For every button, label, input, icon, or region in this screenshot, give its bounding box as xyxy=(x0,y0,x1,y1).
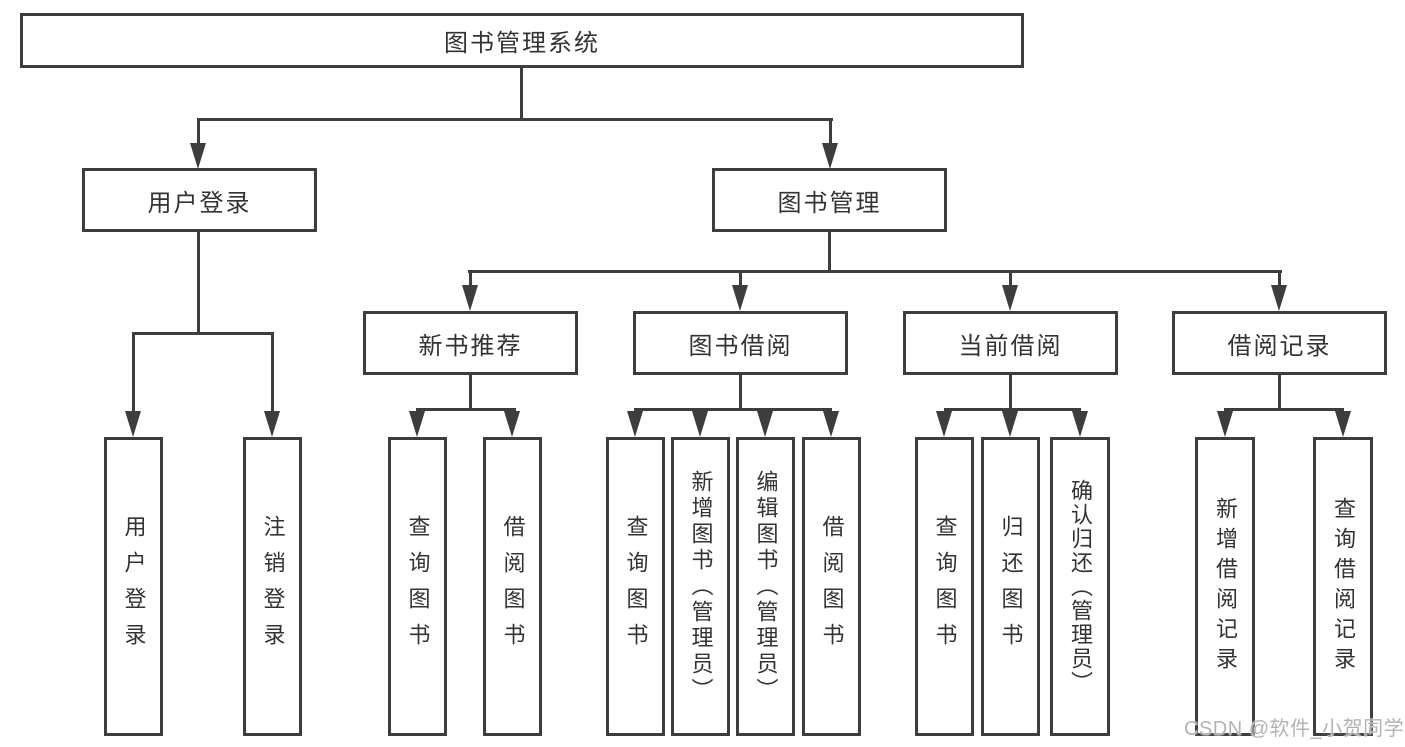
connector-hline xyxy=(197,118,833,121)
arrow-down-icon xyxy=(1335,411,1351,437)
leaf-borrow-query-books: 查询图书 xyxy=(606,437,665,736)
arrow-down-icon xyxy=(125,411,141,437)
leaf-current-confirm-return-admin: 确认归还（管理员） xyxy=(1050,437,1110,736)
leaf-label: 借阅图书 xyxy=(500,514,526,659)
node-book-management: 图书管理 xyxy=(712,168,947,232)
leaf-label: 查询借阅记录 xyxy=(1331,496,1356,677)
leaf-label: 查询图书 xyxy=(932,514,958,659)
connector-vline xyxy=(132,335,135,411)
node-book-borrow: 图书借阅 xyxy=(633,311,848,375)
leaf-borrow-borrow-books: 借阅图书 xyxy=(802,437,861,736)
leaf-label: 新增图书（管理员） xyxy=(688,469,714,704)
arrow-down-icon xyxy=(1271,285,1287,311)
leaf-label: 归还图书 xyxy=(998,514,1024,659)
leaf-user-login: 用户登录 xyxy=(104,437,163,736)
arrow-down-icon xyxy=(732,285,748,311)
csdn-watermark: CSDN @软件_小贺同学 xyxy=(1184,718,1405,740)
node-root: 图书管理系统 xyxy=(20,13,1024,68)
connector-vline xyxy=(469,273,472,286)
arrow-down-icon xyxy=(1072,411,1088,437)
connector-vline xyxy=(197,232,200,335)
node-user-login: 用户登录 xyxy=(82,168,317,232)
arrow-down-icon xyxy=(190,143,206,169)
leaf-records-query-record: 查询借阅记录 xyxy=(1313,437,1373,736)
arrow-down-icon xyxy=(823,411,839,437)
arrow-down-icon xyxy=(1002,411,1018,437)
arrow-down-icon xyxy=(1002,285,1018,311)
connector-hline xyxy=(468,270,1282,273)
leaf-borrow-edit-books-admin: 编辑图书（管理员） xyxy=(736,437,795,736)
arrow-down-icon xyxy=(409,411,425,437)
arrow-down-icon xyxy=(504,411,520,437)
leaf-label: 用户登录 xyxy=(121,514,147,659)
connector-vline xyxy=(469,375,472,410)
node-borrow-records: 借阅记录 xyxy=(1172,311,1387,375)
connector-vline xyxy=(829,121,832,144)
leaf-label: 编辑图书（管理员） xyxy=(753,469,779,704)
leaf-current-return-books: 归还图书 xyxy=(981,437,1040,736)
node-current-borrow: 当前借阅 xyxy=(903,311,1118,375)
connector-hline xyxy=(1224,408,1344,411)
connector-vline xyxy=(828,232,831,273)
leaf-records-add-record: 新增借阅记录 xyxy=(1195,437,1255,736)
connector-hline xyxy=(132,332,274,335)
arrow-down-icon xyxy=(1217,411,1233,437)
connector-hline xyxy=(416,408,516,411)
leaf-label: 确认归还（管理员） xyxy=(1068,478,1093,695)
leaf-recommend-query-books: 查询图书 xyxy=(388,437,447,736)
arrow-down-icon xyxy=(757,411,773,437)
connector-vline xyxy=(197,121,200,144)
leaf-label: 注销登录 xyxy=(260,514,286,659)
leaf-label: 查询图书 xyxy=(405,514,431,659)
leaf-borrow-add-books-admin: 新增图书（管理员） xyxy=(671,437,730,736)
leaf-label: 新增借阅记录 xyxy=(1213,496,1238,677)
arrow-down-icon xyxy=(627,411,643,437)
leaf-label: 查询图书 xyxy=(623,514,649,659)
leaf-current-query-books: 查询图书 xyxy=(915,437,974,736)
leaf-label: 借阅图书 xyxy=(819,514,845,659)
arrow-down-icon xyxy=(936,411,952,437)
connector-hline xyxy=(944,408,1081,411)
connector-vline xyxy=(1278,273,1281,286)
leaf-logout: 注销登录 xyxy=(243,437,302,736)
connector-vline xyxy=(1009,375,1012,410)
connector-hline xyxy=(634,408,832,411)
connector-vline xyxy=(739,273,742,286)
connector-vline xyxy=(739,375,742,410)
arrow-down-icon xyxy=(264,411,280,437)
connector-vline xyxy=(520,68,523,119)
node-new-book-recommend: 新书推荐 xyxy=(363,311,578,375)
connector-vline xyxy=(271,335,274,411)
arrow-down-icon xyxy=(692,411,708,437)
arrow-down-icon xyxy=(822,143,838,169)
connector-vline xyxy=(1009,273,1012,286)
arrow-down-icon xyxy=(462,285,478,311)
connector-vline xyxy=(1278,375,1281,410)
leaf-recommend-borrow-books: 借阅图书 xyxy=(483,437,542,736)
